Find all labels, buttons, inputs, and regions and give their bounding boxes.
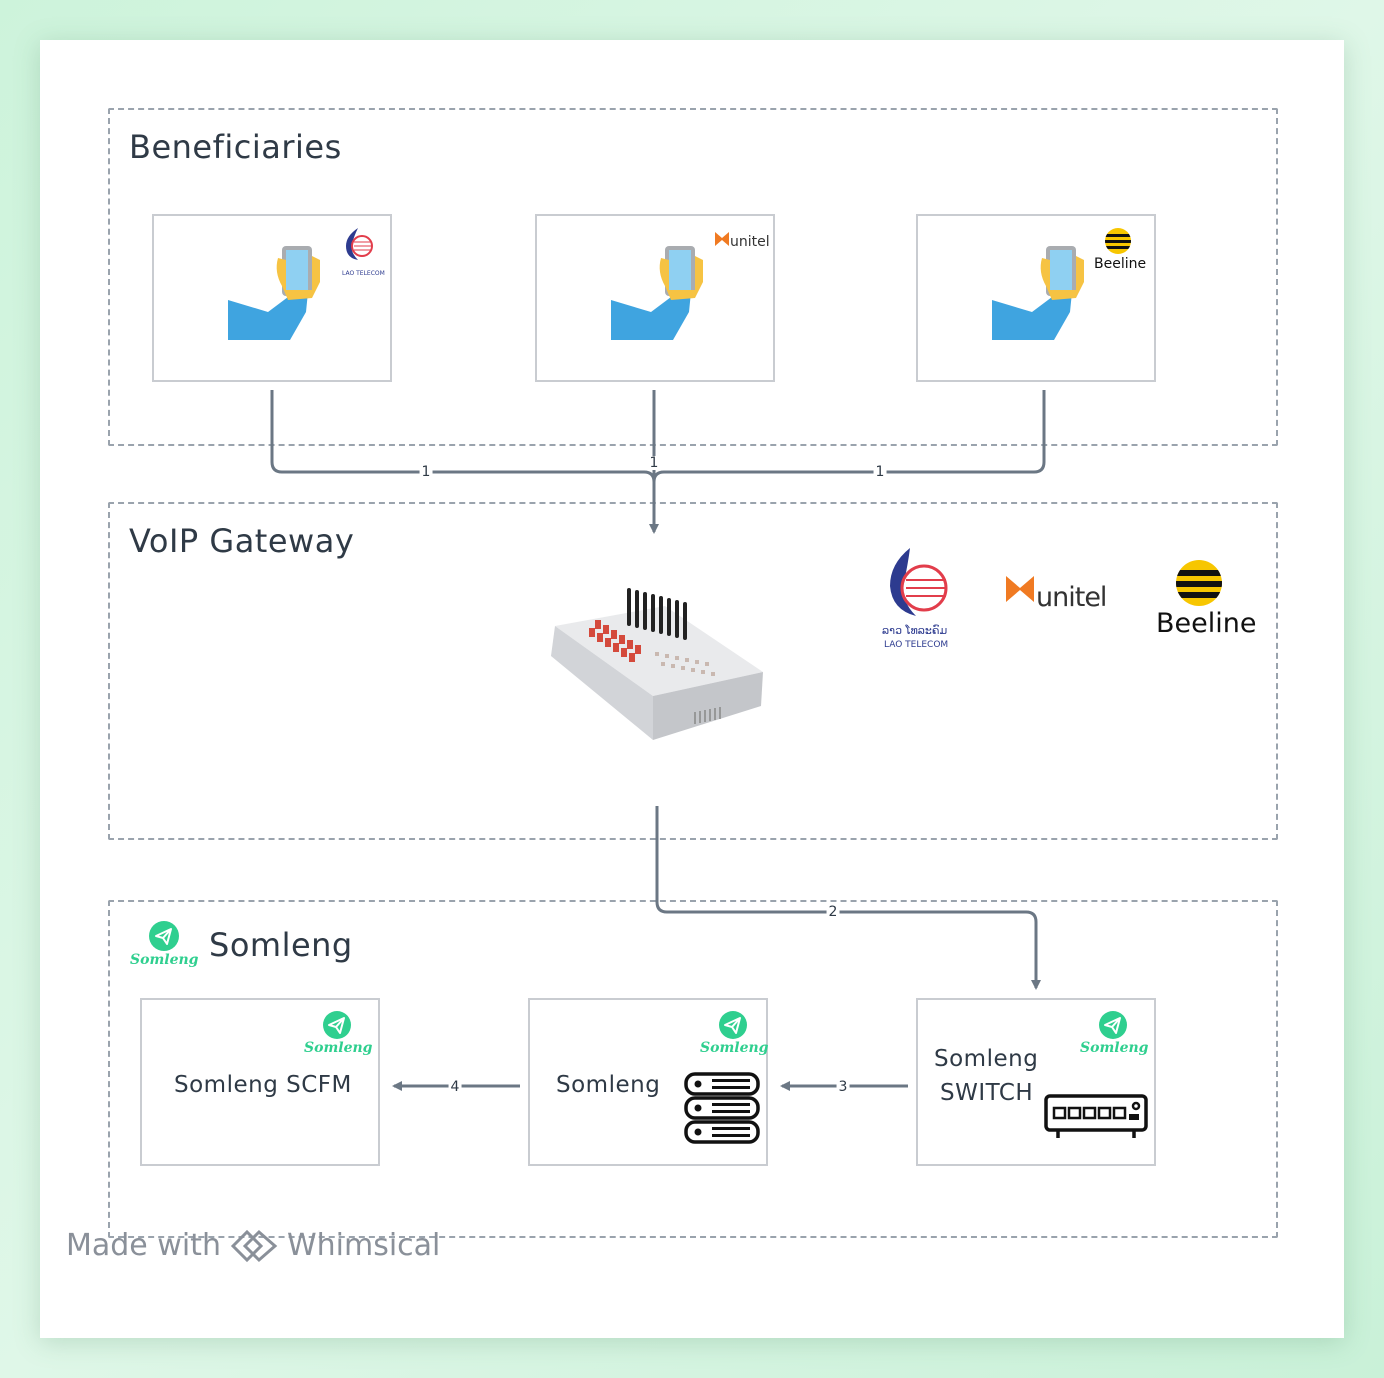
somleng-paper-plane-icon <box>323 1011 351 1039</box>
network-switch-icon <box>1044 1094 1148 1138</box>
server-stack-icon <box>684 1072 760 1144</box>
lao-telecom-emblem-icon <box>890 548 948 616</box>
somleng-group-logo: Somleng <box>130 920 200 976</box>
unitel-logo: unitel <box>1006 576 1116 626</box>
node-somleng-scfm-label: Somleng SCFM <box>174 1072 352 1098</box>
somleng-logo-text: Somleng <box>130 952 199 968</box>
beeline-logo-icon <box>1105 228 1131 254</box>
lao-telecom-logo-icon <box>346 228 373 260</box>
node-switch-label-line1: Somleng <box>934 1046 1039 1072</box>
node-somleng-scfm[interactable]: Somleng Somleng SCFM <box>140 998 380 1166</box>
made-with-text: Made with <box>66 1228 221 1263</box>
node-switch-label-line2: SWITCH <box>940 1080 1034 1106</box>
lao-telecom-script-text: ລາວ ໂທລະຄົມ <box>882 624 948 637</box>
lao-telecom-name-text: LAO TELECOM <box>884 640 949 650</box>
beeline-name-text: Beeline <box>1156 608 1257 639</box>
unitel-small-text: unitel <box>730 234 770 250</box>
beeline-small-text: Beeline <box>1094 256 1147 272</box>
group-somleng-title: Somleng <box>209 926 353 964</box>
somleng-paper-plane-icon <box>149 921 179 951</box>
edge-label-4: 4 <box>448 1079 462 1095</box>
beneficiary-card-beeline[interactable]: Beeline <box>916 214 1156 382</box>
somleng-logo-text: Somleng <box>304 1040 373 1056</box>
edge-label-1a: 1 <box>419 464 433 480</box>
group-beneficiaries-title: Beneficiaries <box>129 128 342 166</box>
unitel-name-text: unitel <box>1036 582 1107 613</box>
edge-label-3: 3 <box>836 1079 850 1095</box>
beeline-logo: Beeline <box>1150 560 1260 644</box>
somleng-card-logo: Somleng <box>700 1010 770 1066</box>
made-with-whimsical[interactable]: Made with Whimsical <box>66 1228 440 1263</box>
lao-telecom-logo: ລາວ ໂທລະຄົມ LAO TELECOM <box>880 546 960 656</box>
beneficiary-card-unitel[interactable]: unitel <box>535 214 775 382</box>
somleng-paper-plane-icon <box>719 1011 747 1039</box>
somleng-paper-plane-icon <box>1099 1011 1127 1039</box>
edge-label-1b: 1 <box>647 455 661 471</box>
node-somleng-switch[interactable]: Somleng Somleng SWITCH <box>916 998 1156 1166</box>
unitel-emblem-icon <box>1006 576 1034 602</box>
lao-telecom-small-text: LAO TELECOM <box>342 270 385 277</box>
beeline-emblem-icon <box>1176 560 1222 606</box>
hand-phone-icon <box>228 246 320 340</box>
edge-label-2: 2 <box>826 904 840 920</box>
gsm-gateway-device-icon <box>551 588 763 740</box>
beneficiary-card-lao-telecom[interactable]: LAO TELECOM <box>152 214 392 382</box>
unitel-logo-icon <box>715 232 729 246</box>
somleng-card-logo: Somleng <box>302 1010 372 1066</box>
group-voip-gateway-title: VoIP Gateway <box>129 522 355 560</box>
whimsical-brand-text: Whimsical <box>286 1228 441 1263</box>
whimsical-logo-icon <box>230 1229 278 1262</box>
somleng-card-logo: Somleng <box>1080 1010 1150 1066</box>
hand-phone-icon <box>992 246 1084 340</box>
node-somleng[interactable]: Somleng Somleng <box>528 998 768 1166</box>
hand-phone-icon <box>611 246 703 340</box>
edge-label-1c: 1 <box>873 464 887 480</box>
node-somleng-label: Somleng <box>556 1072 661 1098</box>
somleng-logo-text: Somleng <box>700 1040 769 1056</box>
somleng-logo-text: Somleng <box>1080 1040 1149 1056</box>
